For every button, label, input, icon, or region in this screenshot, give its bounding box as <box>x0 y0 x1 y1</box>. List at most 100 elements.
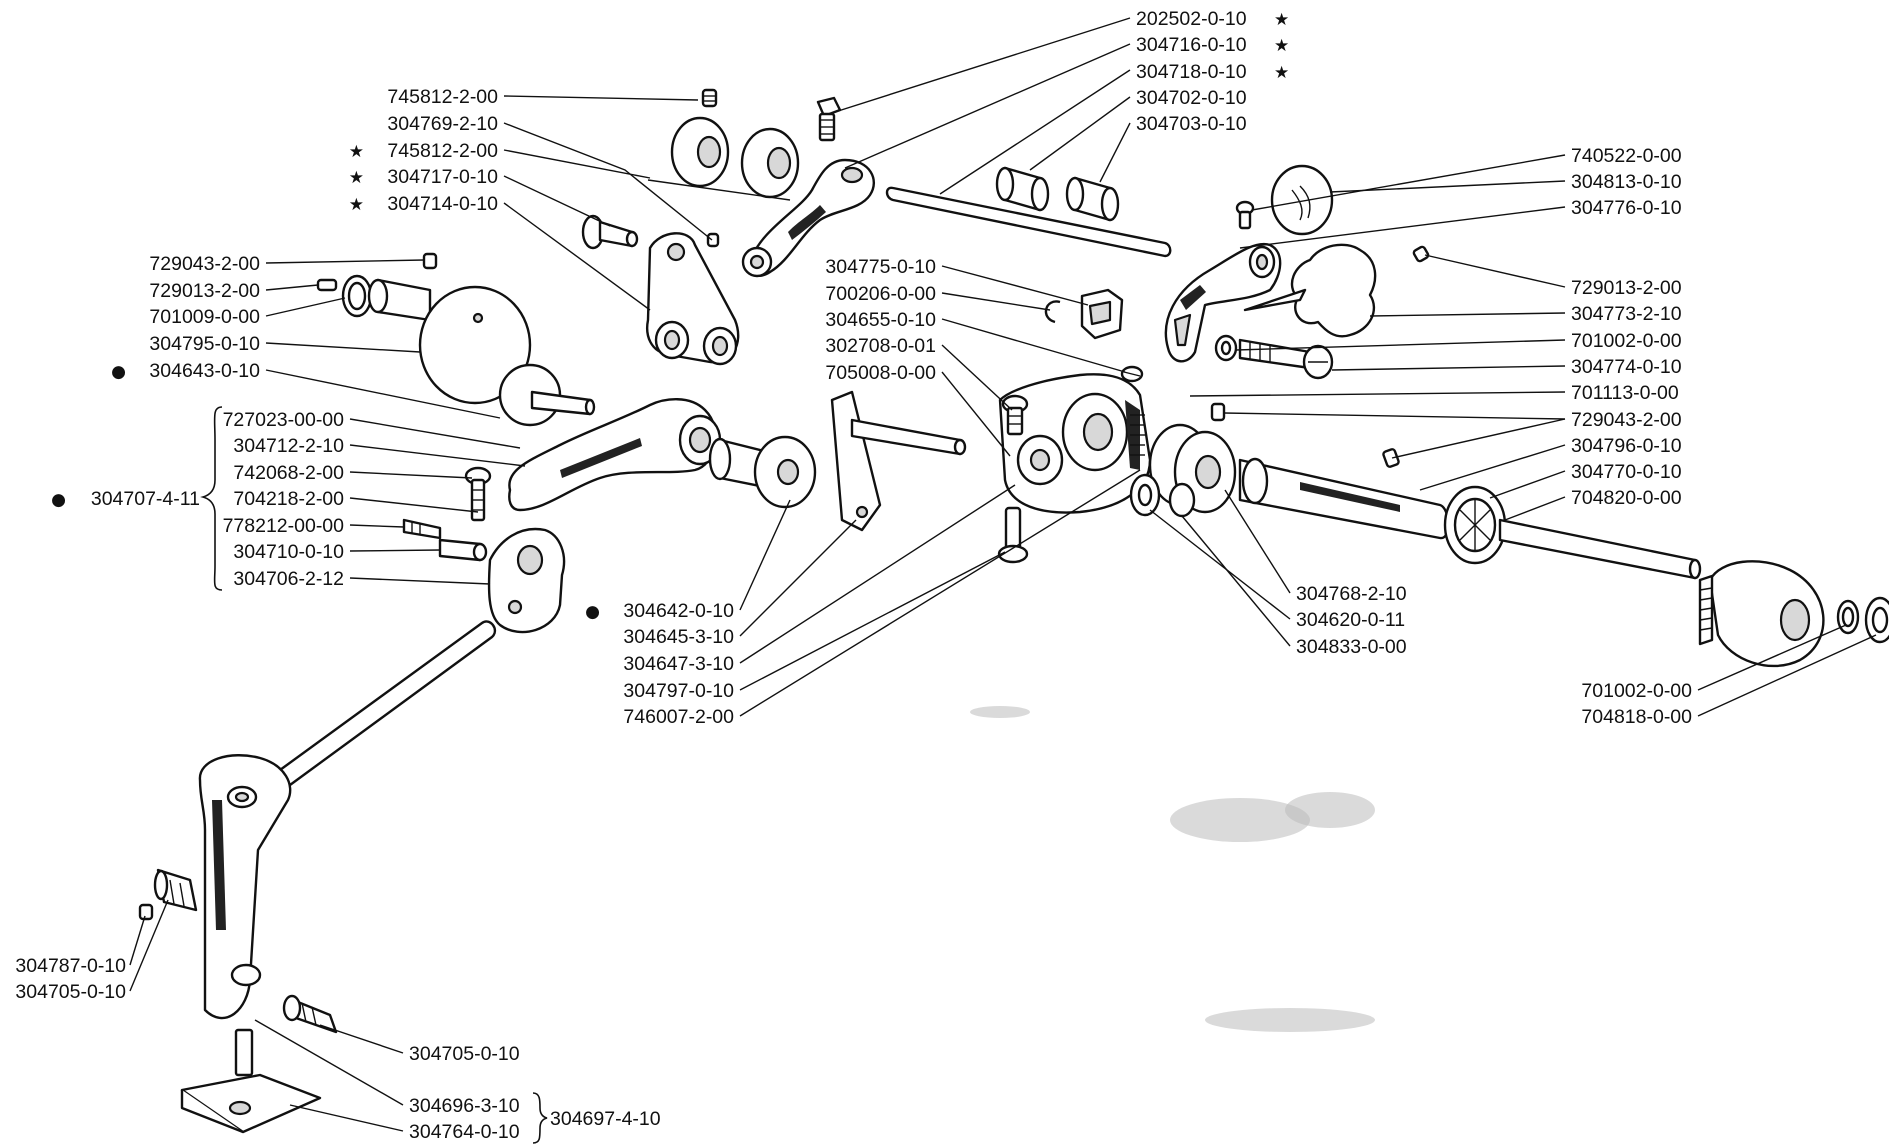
part-number-text: 304768-2-10 <box>1296 583 1407 605</box>
part-label-304717-0-10: 304717-0-10★ <box>349 166 498 188</box>
part-label-740522-0-00: 740522-0-00 <box>1571 145 1682 167</box>
part-label-304710-0-10: 304710-0-10 <box>233 541 344 563</box>
gear-cone <box>1698 560 1825 668</box>
part-number-text: 304718-0-10 <box>1136 61 1247 83</box>
pin-304769 <box>581 214 639 250</box>
part-label-304718-0-10: 304718-0-10 ★ <box>1136 61 1289 83</box>
part-number-text: 304796-0-10 <box>1571 435 1682 457</box>
screw-202502 <box>816 96 842 142</box>
part-label-304707-4-11: 304707-4-11 ● <box>51 488 200 510</box>
part-label-704820-0-00: 704820-0-00 <box>1571 487 1682 509</box>
knob-304773 <box>1243 243 1377 338</box>
pin-304797 <box>997 506 1029 564</box>
star-marker-icon: ★ <box>1274 10 1289 30</box>
part-number-text: 304773-2-10 <box>1571 303 1682 325</box>
part-number-text: 304647-3-10 <box>623 653 734 675</box>
part-label-745812-2-00: 745812-2-00★ <box>349 140 498 162</box>
part-number-text: 304776-0-10 <box>1571 197 1682 219</box>
part-label-304642-0-10: 304642-0-10● <box>585 600 734 622</box>
part-illustrations <box>138 88 1889 1134</box>
part-label-778212-00-00: 778212-00-00 <box>223 515 345 537</box>
part-label-304813-0-10: 304813-0-10 <box>1571 171 1682 193</box>
part-number-text: 302708-0-01 <box>825 335 936 357</box>
bushing-304710 <box>438 538 488 562</box>
pin-778212 <box>402 518 442 540</box>
bushings <box>995 166 1120 222</box>
part-number-text: 304714-0-10 <box>387 193 498 215</box>
star-marker-icon: ★ <box>1274 63 1289 83</box>
part-number-text: 304712-2-10 <box>233 435 344 457</box>
part-label-745812-2-00: 745812-2-00 <box>387 86 498 108</box>
part-label-304620-0-11: 304620-0-11 <box>1296 609 1405 631</box>
part-number-text: 304642-0-10 <box>623 600 734 622</box>
part-label-304716-0-10: 304716-0-10 ★ <box>1136 34 1289 56</box>
part-number-text: 304707-4-11 <box>91 488 200 510</box>
part-label-701002-0-00: 701002-0-00 <box>1581 680 1692 702</box>
star-marker-icon: ★ <box>1274 36 1289 56</box>
cap-304813 <box>1270 164 1334 236</box>
part-number-text: 304795-0-10 <box>149 333 260 355</box>
arm-304776 <box>1164 242 1282 363</box>
screw-742068 <box>464 466 492 522</box>
part-number-text: 304697-4-10 <box>550 1108 661 1130</box>
part-label-742068-2-00: 742068-2-00 <box>233 462 344 484</box>
part-label-704818-0-00: 704818-0-00 <box>1581 706 1692 728</box>
part-number-text: 304770-0-10 <box>1571 461 1682 483</box>
part-label-304795-0-10: 304795-0-10 <box>149 333 260 355</box>
part-number-text: 778212-00-00 <box>223 515 345 537</box>
part-number-text: 727023-00-00 <box>223 409 345 431</box>
part-number-text: 740522-0-00 <box>1571 145 1682 167</box>
dot-marker-icon: ● <box>51 490 66 510</box>
part-label-701009-0-00: 701009-0-00 <box>149 306 260 328</box>
part-label-304797-0-10: 304797-0-10 <box>623 680 734 702</box>
part-number-text: 729013-2-00 <box>149 280 260 302</box>
part-number-text: 304764-0-10 <box>409 1121 520 1143</box>
part-number-text: 304703-0-10 <box>1136 113 1247 135</box>
bearing-304770 <box>1443 485 1507 565</box>
screw-740522 <box>1235 200 1255 230</box>
part-number-text: 304696-3-10 <box>409 1095 520 1117</box>
part-label-304769-2-10: 304769-2-10 <box>387 113 498 135</box>
part-label-304775-0-10: 304775-0-10 <box>825 256 936 278</box>
main-shaft-304796 <box>1238 457 1450 540</box>
part-label-701002-0-00: 701002-0-00 <box>1571 330 1682 352</box>
screw-304655 <box>1120 365 1144 383</box>
set-screw-745812 <box>701 88 718 108</box>
part-label-304696-3-10: 304696-3-10 <box>409 1095 520 1117</box>
part-number-text: 304716-0-10 <box>1136 34 1247 56</box>
part-label-729043-2-00: 729043-2-00 <box>1571 409 1682 431</box>
part-label-304770-0-10: 304770-0-10 <box>1571 461 1682 483</box>
part-label-304697-4-10: 304697-4-10 <box>550 1108 661 1130</box>
part-number-text: 304706-2-12 <box>233 568 344 590</box>
part-label-304776-0-10: 304776-0-10 <box>1571 197 1682 219</box>
part-number-text: 304710-0-10 <box>233 541 344 563</box>
part-number-text: 700206-0-00 <box>825 283 936 305</box>
rod-long <box>278 620 497 787</box>
crank-lever-top <box>741 158 875 278</box>
part-label-302708-0-01: 302708-0-01 <box>825 335 936 357</box>
screw-304705-right <box>282 994 338 1034</box>
part-label-304702-0-10: 304702-0-10 <box>1136 87 1247 109</box>
clamp-block-304706 <box>487 527 566 634</box>
washer-screw-right <box>1214 334 1334 380</box>
part-label-304706-2-12: 304706-2-12 <box>233 568 344 590</box>
part-label-304714-0-10: 304714-0-10★ <box>349 193 498 215</box>
part-number-text: 304769-2-10 <box>387 113 498 135</box>
pin-705008 <box>850 418 967 456</box>
part-label-701113-0-00: 701113-0-00 <box>1571 382 1679 404</box>
part-number-text: 304705-0-10 <box>409 1043 520 1065</box>
part-number-text: 304797-0-10 <box>623 680 734 702</box>
part-number-text: 304813-0-10 <box>1571 171 1682 193</box>
part-label-304764-0-10: 304764-0-10 <box>409 1121 520 1143</box>
part-label-304643-0-10: 304643-0-10● <box>111 360 260 382</box>
bracket-304696 <box>198 754 292 1077</box>
washer-701009 <box>341 274 373 318</box>
part-label-729013-2-00: 729013-2-00 <box>149 280 260 302</box>
part-label-304796-0-10: 304796-0-10 <box>1571 435 1682 457</box>
set-screw-729043-b <box>1382 448 1400 468</box>
part-label-746007-2-00: 746007-2-00 <box>623 706 734 728</box>
set-screw-729043-a <box>1210 402 1226 422</box>
brace-304697 <box>532 1092 548 1144</box>
part-number-labels: 202502-0-10★304716-0-10★304718-0-10★3047… <box>15 8 1692 1143</box>
